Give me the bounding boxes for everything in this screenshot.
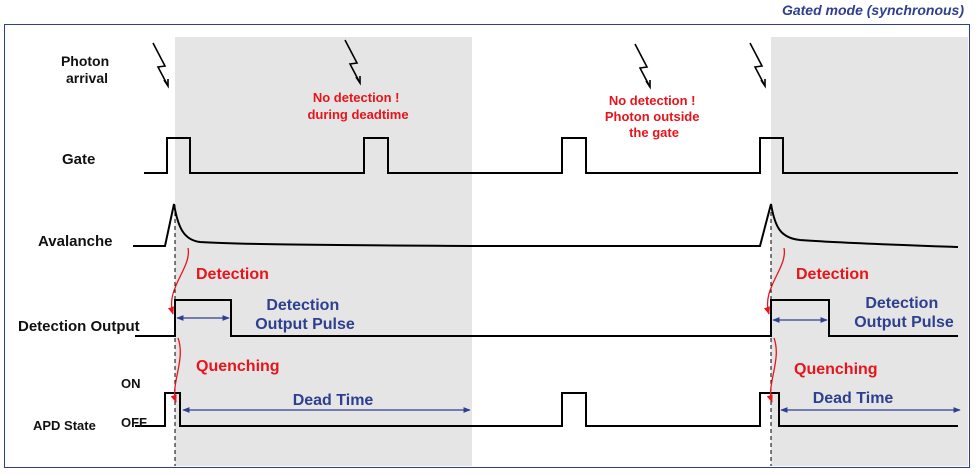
detection-annotation: Detection bbox=[196, 266, 269, 283]
quenching-annotation: Quenching bbox=[794, 361, 878, 378]
gate-signal bbox=[144, 137, 958, 174]
output-pulse-annotation: Detection Output Pulse bbox=[255, 297, 355, 333]
photon-arrival-label: Photon arrival bbox=[61, 53, 113, 86]
photon-bolt-icon bbox=[749, 42, 766, 89]
diagram-frame bbox=[4, 24, 970, 468]
detection-annotation: Detection bbox=[796, 266, 869, 283]
gate-label: Gate bbox=[62, 151, 95, 168]
apd-state-label: APD State bbox=[33, 418, 96, 433]
quenching-arrow bbox=[766, 337, 777, 403]
deadtime-note: No detection ! during deadtime bbox=[307, 90, 408, 122]
quenching-annotation: Quenching bbox=[196, 358, 280, 375]
photon-bolt-icon bbox=[634, 43, 651, 90]
photon-bolt-icon bbox=[344, 39, 361, 86]
apd-off-label: OFF bbox=[121, 415, 147, 430]
dead-time-annotation: Dead Time bbox=[813, 390, 894, 407]
deadtime-region-2 bbox=[771, 37, 968, 466]
avalanche-signal bbox=[133, 203, 473, 247]
detection-output-label: Detection Output bbox=[18, 318, 140, 335]
detection-arrow bbox=[167, 247, 189, 315]
output-pulse-annotation: Detection Output Pulse bbox=[854, 295, 954, 331]
diagram-title: Gated mode (synchronous) bbox=[781, 2, 964, 18]
apd-state-signal bbox=[135, 392, 958, 427]
avalanche-label: Avalanche bbox=[38, 233, 112, 250]
quenching-arrow bbox=[170, 337, 181, 403]
deadtime-region-1 bbox=[175, 37, 472, 466]
avalanche-signal-2 bbox=[472, 203, 959, 248]
dead-time-annotation: Dead Time bbox=[293, 392, 374, 409]
apd-on-label: ON bbox=[121, 376, 141, 391]
photon-bolt-icon bbox=[152, 42, 169, 89]
detection-arrow bbox=[763, 247, 785, 315]
outside-gate-note: No detection ! Photon outside the gate bbox=[605, 93, 703, 140]
